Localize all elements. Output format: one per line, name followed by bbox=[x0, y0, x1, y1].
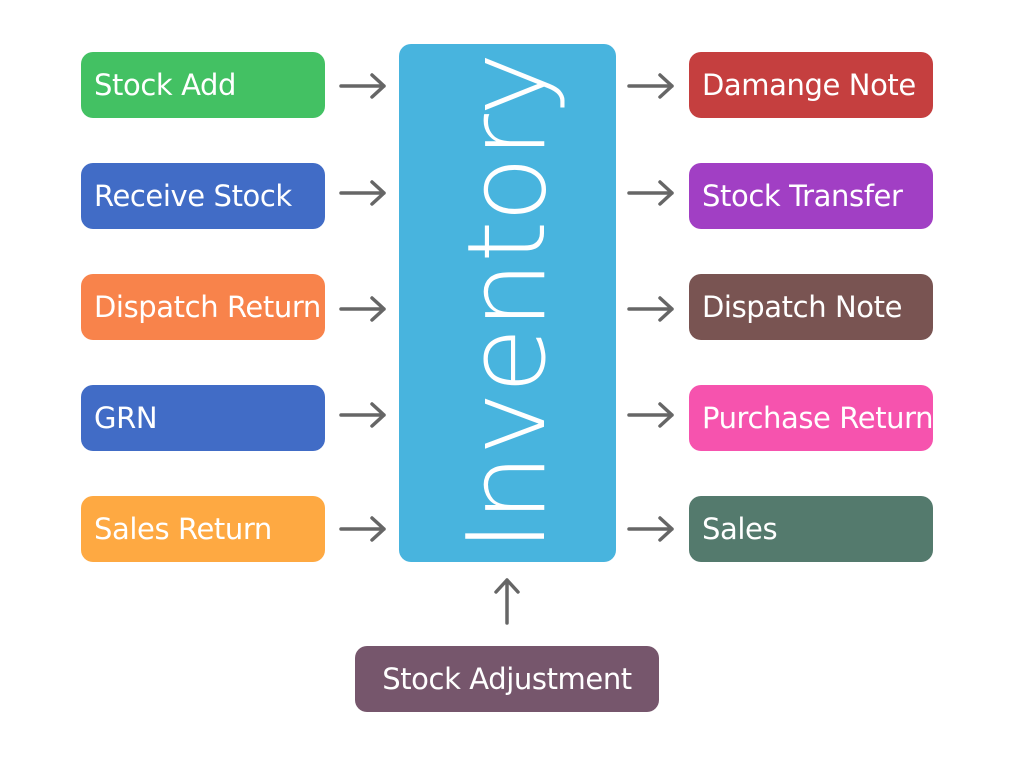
adjustment-box-stock-adjustment: Stock Adjustment bbox=[355, 646, 659, 712]
right-arrow-icon bbox=[626, 400, 676, 430]
right-arrow-icon bbox=[338, 294, 388, 324]
right-arrow-icon bbox=[338, 514, 388, 544]
input-box-label: Stock Add bbox=[94, 68, 237, 102]
output-box-label: Purchase Return bbox=[702, 401, 934, 435]
adjustment-box-label: Stock Adjustment bbox=[382, 662, 632, 696]
output-box-damange-note: Damange Note bbox=[689, 52, 933, 118]
output-box-label: Stock Transfer bbox=[702, 179, 903, 213]
right-arrow-icon bbox=[626, 514, 676, 544]
right-arrow-icon bbox=[338, 178, 388, 208]
output-box-label: Dispatch Note bbox=[702, 290, 903, 324]
output-box-label: Sales bbox=[702, 512, 778, 546]
right-arrow-icon bbox=[626, 71, 676, 101]
inventory-hub: Inventory bbox=[399, 44, 616, 562]
input-box-label: Receive Stock bbox=[94, 179, 292, 213]
output-box-sales: Sales bbox=[689, 496, 933, 562]
input-box-label: Sales Return bbox=[94, 512, 272, 546]
input-box-receive-stock: Receive Stock bbox=[81, 163, 325, 229]
input-box-sales-return: Sales Return bbox=[81, 496, 325, 562]
input-box-label: Dispatch Return bbox=[94, 290, 321, 324]
input-box-grn: GRN bbox=[81, 385, 325, 451]
input-box-stock-add: Stock Add bbox=[81, 52, 325, 118]
up-arrow-icon bbox=[492, 576, 522, 626]
output-box-purchase-return: Purchase Return bbox=[689, 385, 934, 451]
right-arrow-icon bbox=[338, 71, 388, 101]
output-box-stock-transfer: Stock Transfer bbox=[689, 163, 933, 229]
right-arrow-icon bbox=[626, 178, 676, 208]
input-box-dispatch-return: Dispatch Return bbox=[81, 274, 325, 340]
input-box-label: GRN bbox=[94, 401, 158, 435]
output-box-dispatch-note: Dispatch Note bbox=[689, 274, 933, 340]
right-arrow-icon bbox=[626, 294, 676, 324]
output-box-label: Damange Note bbox=[702, 68, 916, 102]
hub-label: Inventory bbox=[444, 54, 570, 552]
right-arrow-icon bbox=[338, 400, 388, 430]
